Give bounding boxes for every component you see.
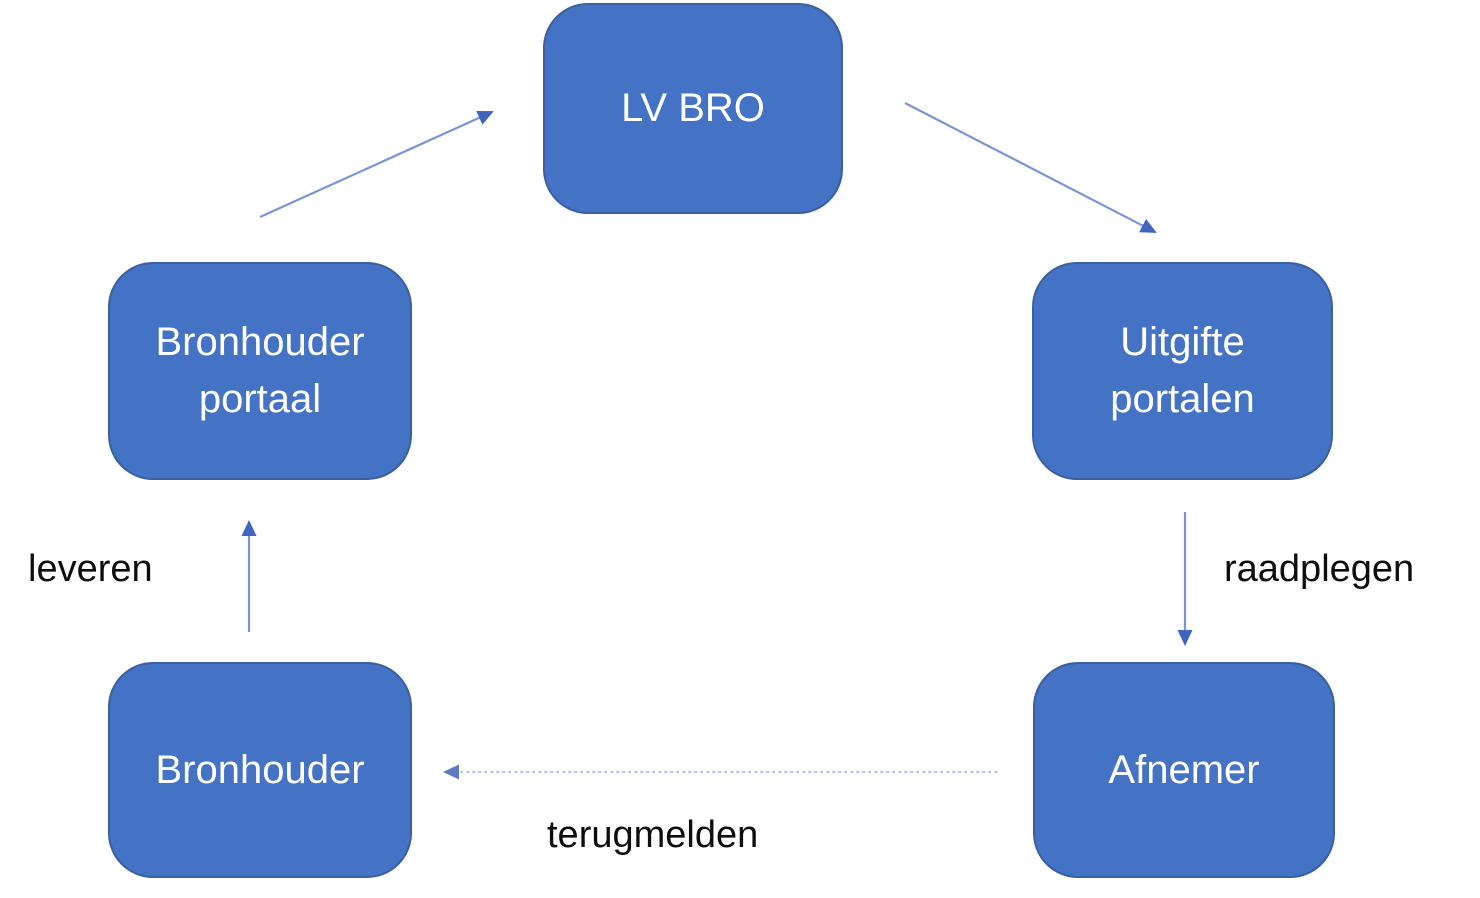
edge-label-terugmelden: terugmelden [547,814,759,856]
arrow-lvbro-to-uitgifteportalen [904,102,1157,233]
edge-label-raadplegen: raadplegen [1224,548,1415,590]
edge-label-leveren: leveren [28,548,153,590]
node-uitgifte-portalen: Uitgifte portalen [1032,262,1333,480]
node-bronhouder-label: Bronhouder [155,747,365,792]
node-uitgifte-portalen-label: Uitgifte portalen [1110,320,1255,421]
node-lv-bro-label: LV BRO [621,86,765,131]
node-bronhouder: Bronhouder [108,662,412,878]
node-lv-bro: LV BRO [543,3,843,214]
node-afnemer: Afnemer [1033,662,1335,878]
node-afnemer-label: Afnemer [1108,747,1260,792]
node-bronhouder-portaal: Bronhouder portaal [108,262,412,480]
arrow-bronhouderportaal-to-lvbro [259,110,494,219]
node-bronhouder-portaal-label: Bronhouder portaal [155,320,365,421]
